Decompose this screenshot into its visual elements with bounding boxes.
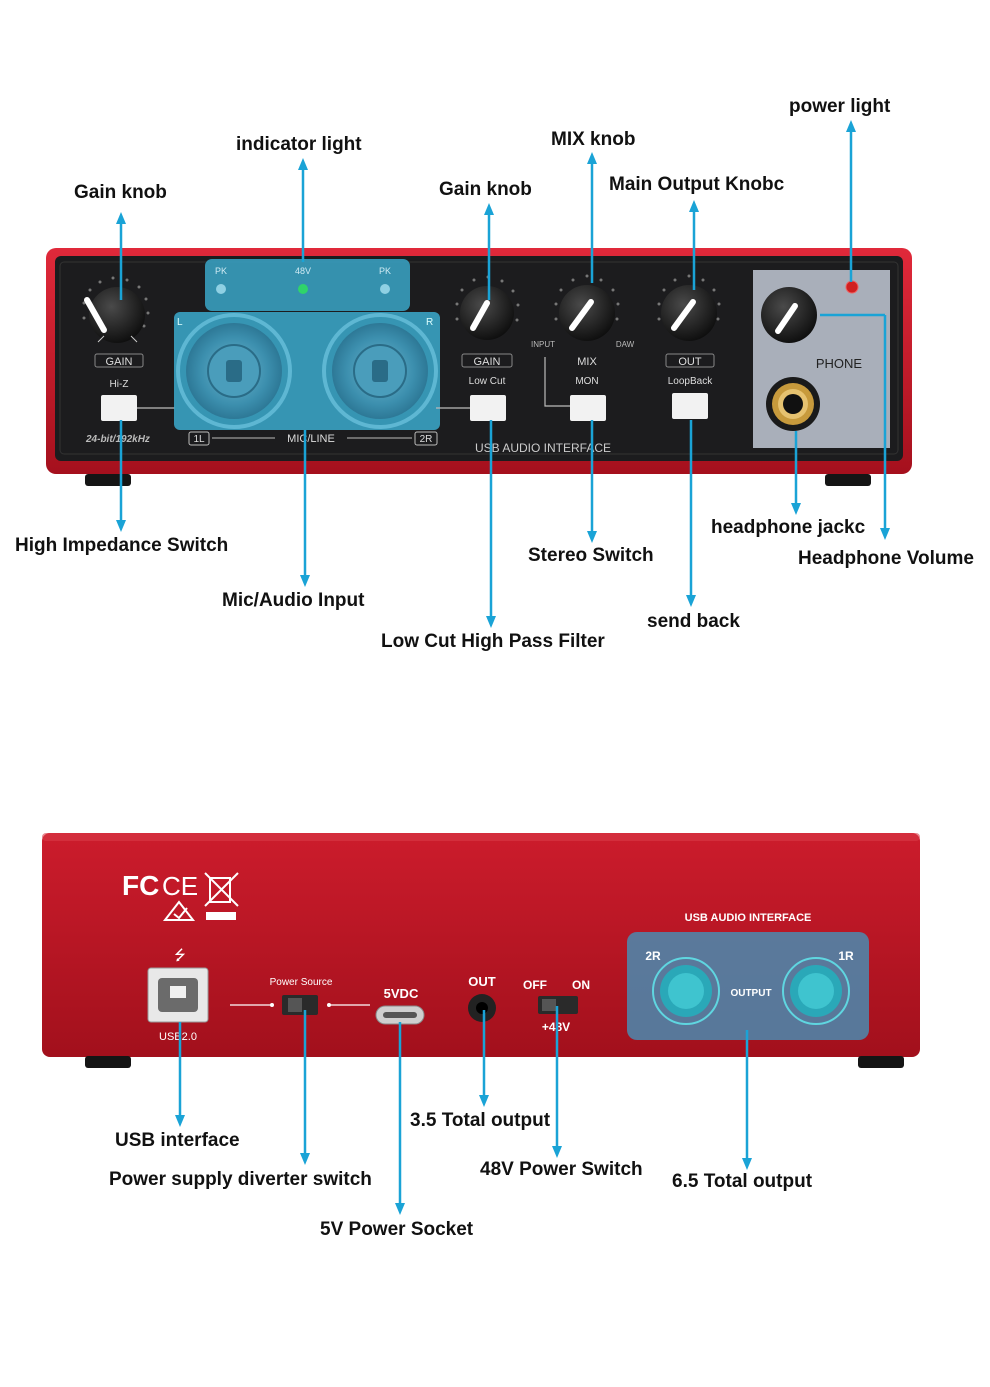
ce-mark: CE [162, 871, 198, 901]
mon-button[interactable] [570, 395, 606, 421]
low-cut-filter-label: Low Cut High Pass Filter [381, 631, 605, 652]
xlr-input-1 [176, 313, 292, 429]
jack-35 [468, 994, 496, 1022]
out-2r-label: 2R [645, 949, 661, 963]
bit-rate-label: 24-bit/192kHz [85, 434, 150, 445]
usb-audio-interface-back-label: USB AUDIO INTERFACE [685, 912, 812, 924]
gain-label-left: GAIN [106, 356, 133, 368]
usb-b-port [147, 967, 209, 1023]
on-label: ON [572, 978, 590, 992]
pk-right-label: PK [379, 266, 391, 276]
headphone-jack-label: headphone jackc [711, 517, 866, 538]
headphone-volume-knob [761, 287, 817, 343]
power-supply-switch-label: Power supply diverter switch [109, 1169, 372, 1190]
ch2-label: 2R [420, 434, 433, 445]
loopback-button[interactable] [672, 393, 708, 419]
gain-label-right: GAIN [474, 356, 501, 368]
hi-z-button[interactable] [101, 395, 137, 421]
indicator-light-label: indicator light [236, 134, 362, 155]
output-label: OUTPUT [730, 988, 771, 999]
loopback-label: LoopBack [668, 376, 713, 387]
usb-interface-label: USB interface [115, 1130, 240, 1151]
usb-label: USB2.0 [159, 1031, 197, 1043]
gain-knob-left-label: Gain knob [74, 182, 167, 203]
phone-label: PHONE [816, 356, 863, 371]
indicator-highlight [205, 259, 410, 311]
mic-line-label: MIC/LINE [287, 433, 335, 445]
pk-left-label: PK [215, 266, 227, 276]
pk-right-led [380, 284, 390, 294]
out-label: OUT [678, 356, 702, 368]
total-output-65-label: 6.5 Total output [672, 1171, 813, 1192]
mix-knob-label: MIX knob [551, 129, 636, 150]
gain-knob-left [82, 276, 150, 343]
ch1-label: 1L [193, 434, 205, 445]
low-cut-label: Low Cut [469, 376, 506, 387]
headphone-jack [766, 377, 820, 431]
high-impedance-switch-label: High Impedance Switch [15, 535, 229, 556]
mix-knob [554, 274, 620, 341]
phantom-switch[interactable] [538, 996, 578, 1014]
low-cut-button[interactable] [470, 395, 506, 421]
headphone-volume-label: Headphone Volume [798, 548, 974, 569]
back-chassis [42, 833, 920, 1057]
gain-knob-right [455, 275, 520, 340]
out-35-label: OUT [468, 974, 496, 989]
power-light-label: power light [789, 96, 891, 117]
mon-label: MON [575, 376, 598, 387]
power-source-label: Power Source [270, 977, 333, 988]
output-jack-1r [782, 957, 850, 1025]
main-output-knob [657, 274, 721, 341]
output-jack-2r [652, 957, 720, 1025]
pk-left-led [216, 284, 226, 294]
vdc-label: 5VDC [384, 986, 419, 1001]
xlr-input-2 [322, 313, 438, 429]
rcm-icon [162, 900, 196, 921]
weee-icon [204, 872, 239, 920]
r-label: R [426, 317, 433, 328]
main-output-knob-label: Main Output Knobc [609, 174, 785, 195]
off-label: OFF [523, 978, 547, 992]
out-1r-label: 1R [838, 949, 854, 963]
phantom-label: 48V [295, 266, 311, 276]
total-output-35-label: 3.5 Total output [410, 1110, 551, 1131]
hi-z-label: Hi-Z [110, 379, 129, 390]
usb-icon: ⭍ [174, 947, 186, 963]
front-panel-illustration: GAIN Hi-Z PK 48V PK L R 24-bit/192kHz 1L… [46, 248, 912, 486]
output-highlight [627, 932, 869, 1040]
power-switch-48v-label: 48V Power Switch [480, 1159, 643, 1180]
mic-audio-input-label: Mic/Audio Input [222, 590, 365, 611]
usb-c-port [375, 1005, 425, 1025]
send-back-label: send back [647, 611, 740, 632]
power-source-switch[interactable] [282, 995, 318, 1015]
fc-mark: FC [122, 870, 159, 901]
power-led [845, 280, 859, 294]
l-label: L [177, 317, 183, 328]
plus48v-label: +48V [542, 1020, 570, 1034]
input-label: INPUT [531, 340, 555, 349]
power-socket-label: 5V Power Socket [320, 1219, 474, 1240]
phantom-led [298, 284, 308, 294]
stereo-switch-label: Stereo Switch [528, 545, 654, 566]
daw-label: DAW [616, 340, 635, 349]
usb-audio-interface-front-label: USB AUDIO INTERFACE [475, 441, 611, 455]
mix-label: MIX [577, 356, 597, 368]
gain-knob-right-label: Gain knob [439, 179, 532, 200]
